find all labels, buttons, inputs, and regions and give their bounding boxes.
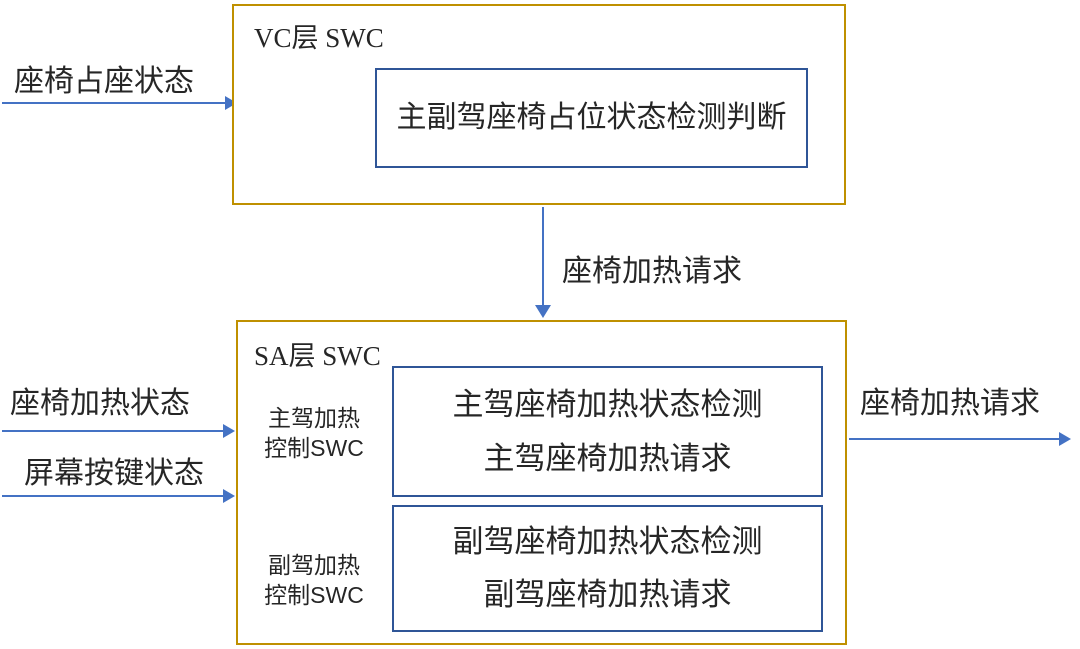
sa-layer-title: SA层 SWC	[254, 341, 381, 371]
heating-request-mid-arrow-line	[542, 207, 544, 307]
screen-button-state-arrow-line	[2, 495, 224, 497]
passenger-heating-module-line2: 副驾座椅加热请求	[483, 577, 732, 613]
driver-heating-control-swc-label: 主驾加热 控制SWC	[264, 405, 364, 461]
occupancy-detection-module-box: 主副驾座椅占位状态检测判断	[375, 68, 808, 168]
seat-occupancy-arrow-line	[2, 102, 226, 104]
heating-request-out-arrowhead-icon	[1059, 432, 1071, 446]
screen-button-state-arrowhead-icon	[223, 489, 235, 503]
screen-button-state-label: 屏幕按键状态	[24, 457, 204, 490]
seat-heating-state-label: 座椅加热状态	[10, 387, 190, 420]
vc-layer-title: VC层 SWC	[254, 23, 384, 53]
heating-request-mid-label: 座椅加热请求	[562, 255, 742, 288]
passenger-heating-control-swc-label: 副驾加热 控制SWC	[264, 552, 364, 608]
seat-heating-state-arrow-line	[2, 430, 224, 432]
heating-request-out-arrow-line	[849, 438, 1060, 440]
driver-heating-module-line2: 主驾座椅加热请求	[483, 440, 732, 476]
passenger-heating-module-box: 副驾座椅加热状态检测 副驾座椅加热请求	[392, 505, 823, 632]
passenger-heating-module-line1: 副驾座椅加热状态检测	[452, 524, 763, 560]
driver-heating-module-box: 主驾座椅加热状态检测 主驾座椅加热请求	[392, 366, 823, 497]
heating-request-out-label: 座椅加热请求	[860, 387, 1040, 420]
seat-occupancy-state-label: 座椅占座状态	[14, 65, 194, 98]
sa-layer-box: SA层 SWC 主驾加热 控制SWC 主驾座椅加热状态检测 主驾座椅加热请求 副…	[236, 320, 847, 645]
occupancy-detection-module-label: 主副驾座椅占位状态检测判断	[396, 100, 787, 134]
heating-request-mid-arrowhead-icon	[535, 305, 551, 318]
seat-heating-state-arrowhead-icon	[223, 424, 235, 438]
driver-heating-module-line1: 主驾座椅加热状态检测	[452, 386, 763, 422]
vc-layer-box: VC层 SWC 主副驾座椅占位状态检测判断	[232, 4, 846, 205]
